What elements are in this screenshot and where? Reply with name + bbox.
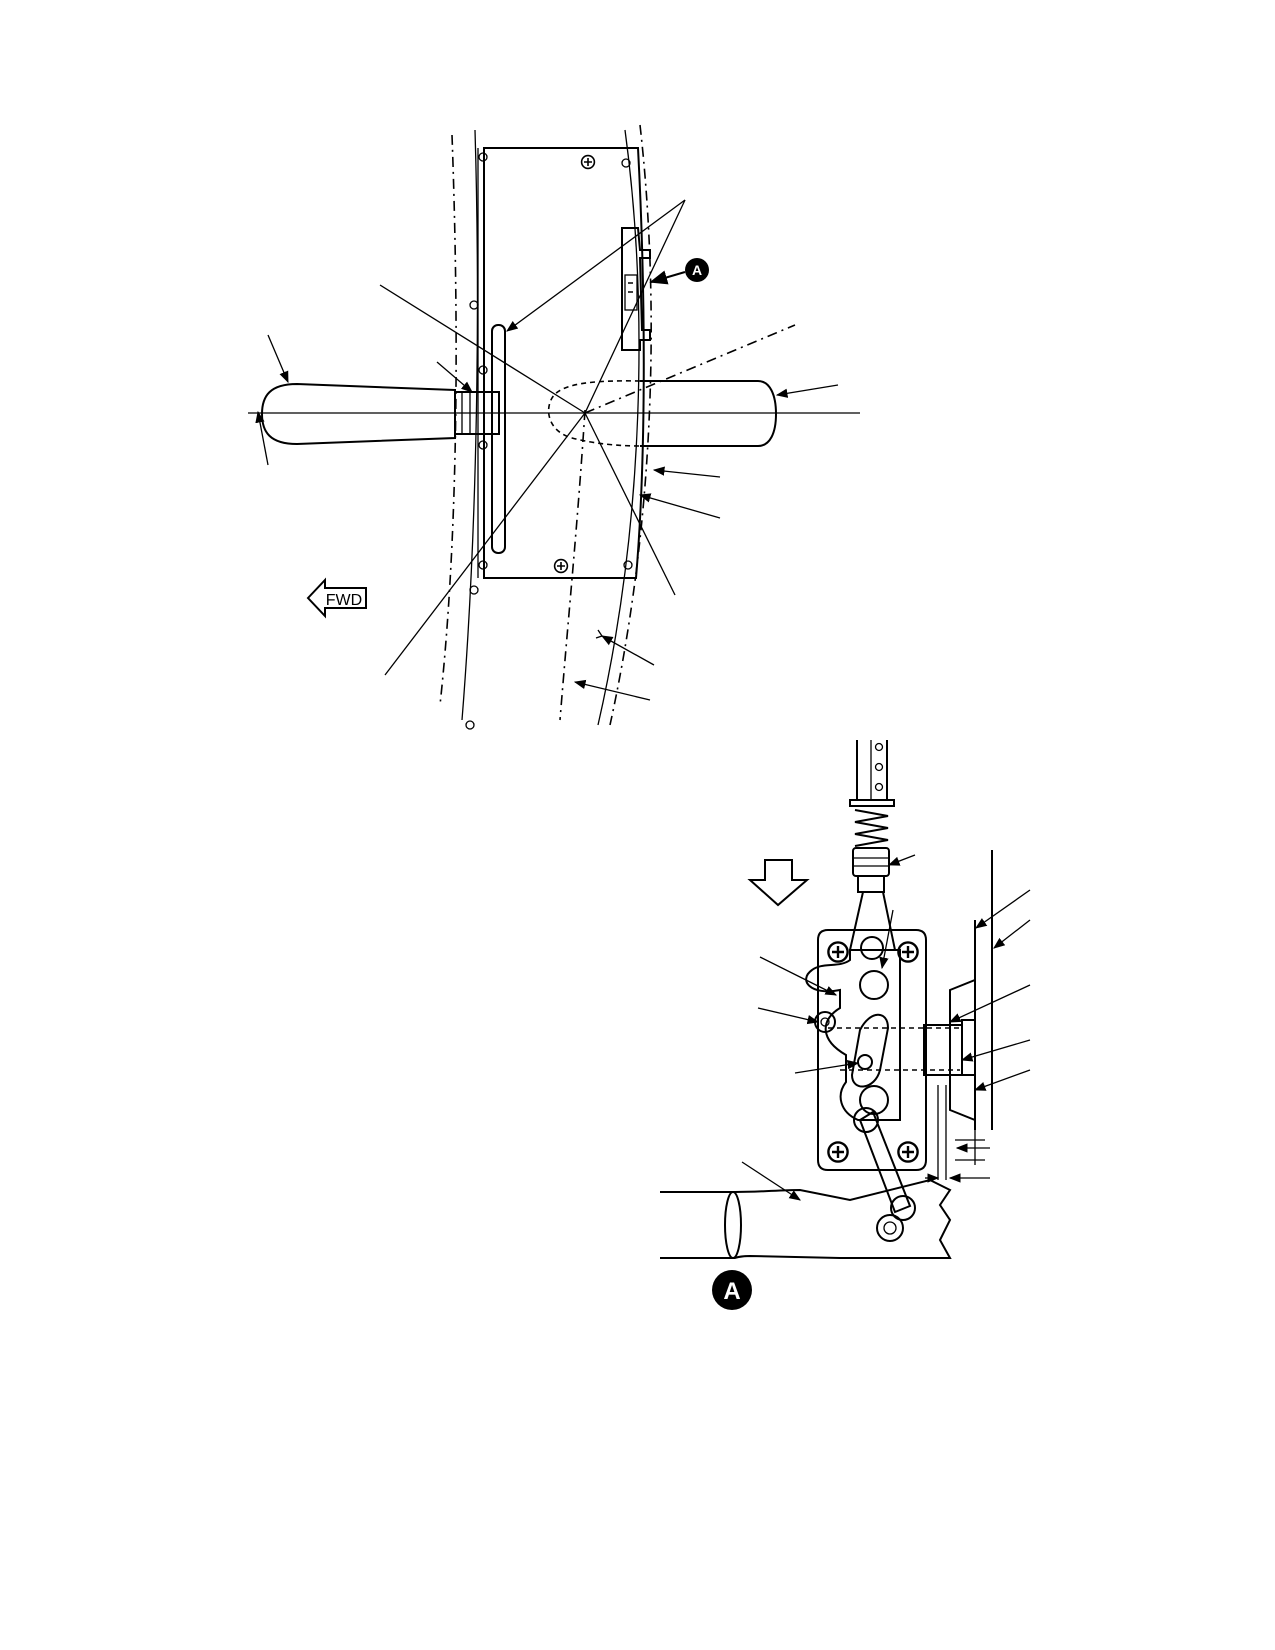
rod-end-fitting xyxy=(852,847,890,877)
handle-collar-detail xyxy=(724,1191,742,1259)
frame-line-3 xyxy=(559,409,586,721)
callout-a-badge: A xyxy=(685,258,709,282)
frame-line-2 xyxy=(609,124,652,726)
handle-left xyxy=(260,382,456,446)
keeper-bracket xyxy=(949,978,976,1122)
lower-link xyxy=(858,1110,912,1214)
screw-head xyxy=(553,558,569,574)
handle-swing-outline xyxy=(547,380,641,447)
handle-shaft xyxy=(660,1178,952,1259)
screw-head xyxy=(827,1141,849,1163)
frame-line-1 xyxy=(439,134,457,706)
detail-a-letter: A xyxy=(723,1278,740,1305)
detail-a-view: A xyxy=(660,740,1031,1310)
skin-line-1 xyxy=(597,129,640,726)
screw-head xyxy=(580,154,596,170)
latch-plate xyxy=(817,929,927,1171)
push-rod xyxy=(856,740,888,800)
skin-line-2 xyxy=(461,129,479,721)
view-arrow-icon xyxy=(747,859,810,907)
leader-lines xyxy=(255,199,839,701)
latch-bracket xyxy=(621,227,651,351)
latch-bolt xyxy=(923,1024,963,1076)
detail-a-badge: A xyxy=(712,1270,752,1310)
callout-a-letter: A xyxy=(692,262,702,278)
detail-leader-lines xyxy=(741,854,1031,1201)
latch-cam xyxy=(805,949,901,1121)
handle-right xyxy=(640,380,778,447)
link-arm xyxy=(849,891,896,951)
guide-slot xyxy=(491,324,506,554)
screw-head xyxy=(827,941,849,963)
mounting-plate xyxy=(483,147,645,579)
fwd-label: FWD xyxy=(326,592,362,609)
spring xyxy=(854,809,889,847)
screw-head xyxy=(897,1141,919,1163)
top-view: A FWD xyxy=(248,124,860,730)
fwd-arrow-icon: FWD xyxy=(306,577,367,619)
screw-head xyxy=(897,941,919,963)
